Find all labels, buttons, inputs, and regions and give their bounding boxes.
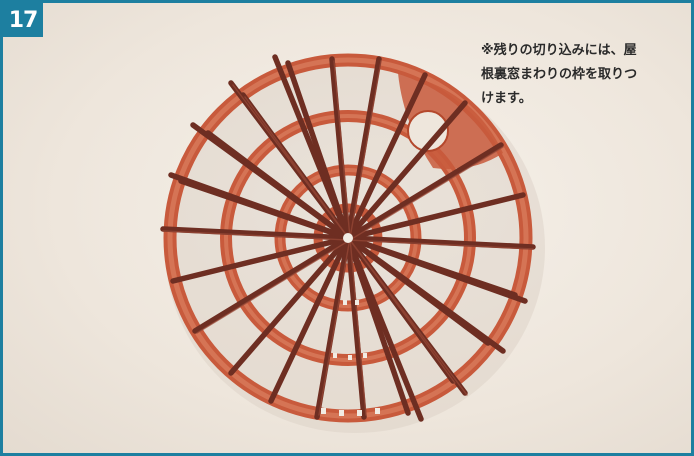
- ring-inner-hl: [278, 168, 418, 308]
- window-hole: [407, 110, 449, 152]
- hub-hole: [343, 233, 353, 243]
- step-number-badge: 17: [3, 3, 43, 37]
- caption-line: ※残りの切り込みには、屋: [481, 43, 637, 58]
- caption-note: ※残りの切り込みには、屋 根裏窓まわりの枠を取りつ けます。: [481, 39, 681, 111]
- ring-outer-hl: [167, 57, 529, 419]
- wheel-photo: [160, 53, 545, 433]
- caption-line: 根裏窓まわりの枠を取りつ: [481, 67, 638, 82]
- caption-line: けます。: [481, 91, 532, 106]
- ring-slots: [321, 300, 380, 416]
